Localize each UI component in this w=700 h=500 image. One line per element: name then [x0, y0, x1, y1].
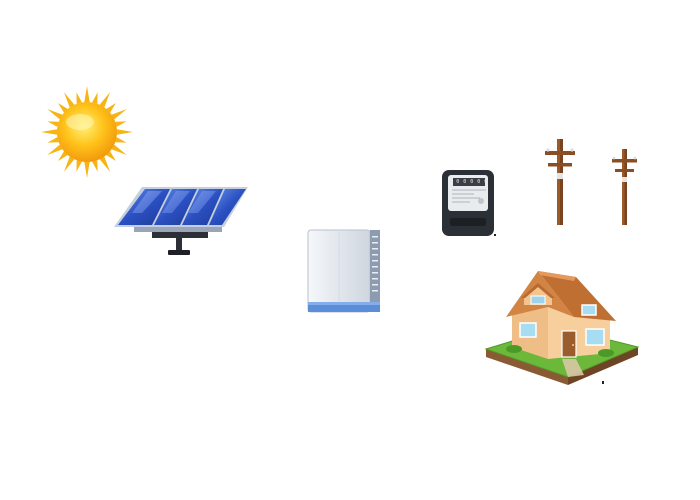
utility-pole-icon — [612, 149, 637, 225]
meter-display: 0 0 0 0 0 — [456, 179, 488, 185]
house-icon — [478, 265, 644, 387]
inverter-icon — [303, 224, 385, 316]
solar-panel-icon — [112, 183, 252, 259]
utility-poles — [540, 137, 644, 229]
electricity-meter-icon: 0 0 0 0 0 — [440, 168, 498, 240]
utility-pole-icon — [545, 139, 575, 225]
sun-icon — [40, 85, 134, 179]
sun-rays — [41, 86, 133, 178]
